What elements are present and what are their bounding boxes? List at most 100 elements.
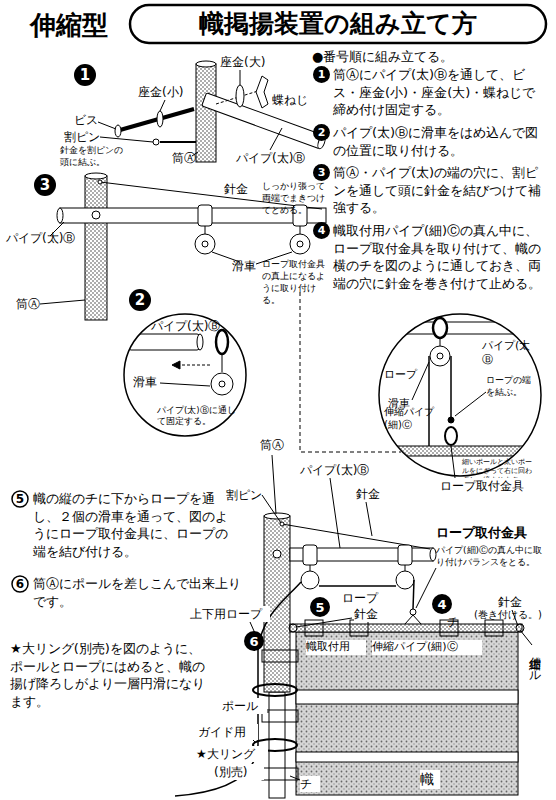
pipe-b xyxy=(128,334,200,350)
text-label: ★大リング(別売)を図のように、ポールとロープにはめると、幟の揚げ降ろしがより一… xyxy=(10,640,210,710)
rope-fitting xyxy=(405,615,421,624)
pipe-c xyxy=(290,624,522,632)
pipe-b-end xyxy=(430,548,436,561)
rope-fitting xyxy=(410,609,416,615)
split-pin-head xyxy=(98,180,102,184)
vertical-label: 伸縮ポール xyxy=(528,648,541,676)
callout-number: 3 xyxy=(313,164,330,181)
text-label: 割ピン xyxy=(64,129,114,145)
leader-line xyxy=(98,122,116,129)
pulley-wheel xyxy=(290,234,310,254)
callout-number: 2 xyxy=(313,124,330,141)
detail-circle: パイプ(太)Ⓑ滑車パイプ(太)Ⓑに通して固定する。 xyxy=(123,313,247,437)
leader-line xyxy=(330,478,340,548)
callout-number: 1 xyxy=(74,64,96,86)
callout-digit: 4 xyxy=(313,222,330,239)
node-circle xyxy=(34,174,56,196)
text-label: 筒Ⓐにパイプ(太)Ⓑを通して、ビス・座金(小)・座金(大)・蝶ねじで締め付け固定… xyxy=(333,66,545,119)
leader-line xyxy=(262,495,281,523)
tube-a xyxy=(264,516,290,692)
banner-loop xyxy=(485,620,503,636)
node-circle xyxy=(244,631,264,651)
pulley-wheel xyxy=(396,571,414,589)
callout-digit: 1 xyxy=(74,64,96,86)
text-label: 筒Ⓐ・パイプ(太)の端の穴に、割ピンを通して頭に針金を結びつけて補強する。 xyxy=(333,164,545,217)
text-label: ガイド用 xyxy=(198,724,258,740)
text-label: パイプ(太)Ⓑ xyxy=(6,230,96,246)
rope-knot xyxy=(448,417,454,423)
bolt xyxy=(92,211,100,219)
leader-line xyxy=(100,137,153,142)
text-label: しっかり張って両端でまきつけてとめる。 xyxy=(262,180,328,216)
text-label: ロープ xyxy=(342,590,392,606)
callout-digit: 6 xyxy=(11,575,29,593)
pulley-wheel xyxy=(301,571,319,589)
text-label: ロープ取付金具の真上になるように取り付ける。 xyxy=(262,258,330,307)
rope xyxy=(428,356,430,446)
pulley-hanger xyxy=(405,565,406,571)
callout-digit: 3 xyxy=(34,174,56,196)
detail-label: 伸縮パイプ(細)Ⓒ xyxy=(384,405,446,431)
split-pin xyxy=(160,141,196,143)
pulley-detail xyxy=(128,330,233,395)
banner-loop xyxy=(262,768,298,780)
pulley-clamp xyxy=(303,545,317,565)
tube-a xyxy=(196,64,216,162)
pulley-hanger xyxy=(205,226,206,234)
text-label: 幟取付用 xyxy=(306,640,366,655)
assembled-illustration xyxy=(175,455,532,798)
banner-band xyxy=(296,690,518,704)
tube-top xyxy=(85,173,107,179)
text-label: 針金 xyxy=(354,606,394,622)
text-label: パイプ(太)Ⓑ xyxy=(300,462,390,478)
pulley-clamp xyxy=(433,318,447,338)
detail-label: ロープ xyxy=(384,368,417,382)
node-circle xyxy=(310,597,330,617)
pulley-hanger xyxy=(440,338,441,346)
text-label: 上下用ロープ xyxy=(190,606,270,622)
pulley-axle xyxy=(219,381,225,387)
banner-band xyxy=(296,752,518,762)
wing-nut xyxy=(256,76,268,108)
detail-circle: パイプ(太 Ⓑロープロープの端を結ぶ。滑車伸縮パイプ(細)Ⓒ細いポールと太いポー… xyxy=(378,313,542,477)
text-label: チ xyxy=(447,614,467,630)
node-circle xyxy=(74,64,96,86)
callout-digit: 2 xyxy=(129,289,151,311)
text-label: パイプ(細)Ⓒの真ん中に取り付けバランスをとる。 xyxy=(436,544,546,568)
leader-line xyxy=(455,392,486,416)
node-circle xyxy=(313,124,330,141)
tube-top xyxy=(264,513,290,519)
text-label: 筒Ⓐにポールを差しこんで出来上りです。 xyxy=(33,575,243,610)
small-washer xyxy=(157,111,163,127)
banner-loop xyxy=(305,620,323,636)
callout-number: 3 xyxy=(34,174,56,196)
callout-number: 2 xyxy=(129,289,151,311)
banner-loop xyxy=(262,650,298,662)
callout-digit: 1 xyxy=(313,66,330,83)
callout-number: 5 xyxy=(11,490,29,508)
text-label: ロープ取付金具 xyxy=(436,524,546,542)
callout-number: 4 xyxy=(432,594,452,614)
pulley-wheel xyxy=(211,373,233,395)
text-label: ★大リング xyxy=(196,746,268,762)
text-label: 割ピン xyxy=(226,487,266,503)
pulley-wheel xyxy=(195,234,215,254)
wire-wrap xyxy=(289,624,297,632)
text-label: 伸縮パイプ(細)Ⓒ xyxy=(372,640,482,655)
detail-label: パイプ(太)Ⓑに通して固定する。 xyxy=(157,405,237,427)
detail-label: 滑車 xyxy=(133,375,157,391)
screw-head xyxy=(115,125,121,137)
node-circle xyxy=(379,314,541,476)
callout-digit: 2 xyxy=(313,124,330,141)
callout-digit: 6 xyxy=(244,631,264,651)
callout-number: 5 xyxy=(310,597,330,617)
text-label: 座金(大) xyxy=(220,54,280,70)
leader-line xyxy=(240,70,241,85)
callout-number: 1 xyxy=(313,66,330,83)
banner xyxy=(296,632,518,795)
text-label: 座金(小) xyxy=(138,84,198,100)
text-label: 筒Ⓐ xyxy=(16,296,56,312)
node-circle xyxy=(12,576,28,592)
text-label: 針金 xyxy=(356,486,396,502)
